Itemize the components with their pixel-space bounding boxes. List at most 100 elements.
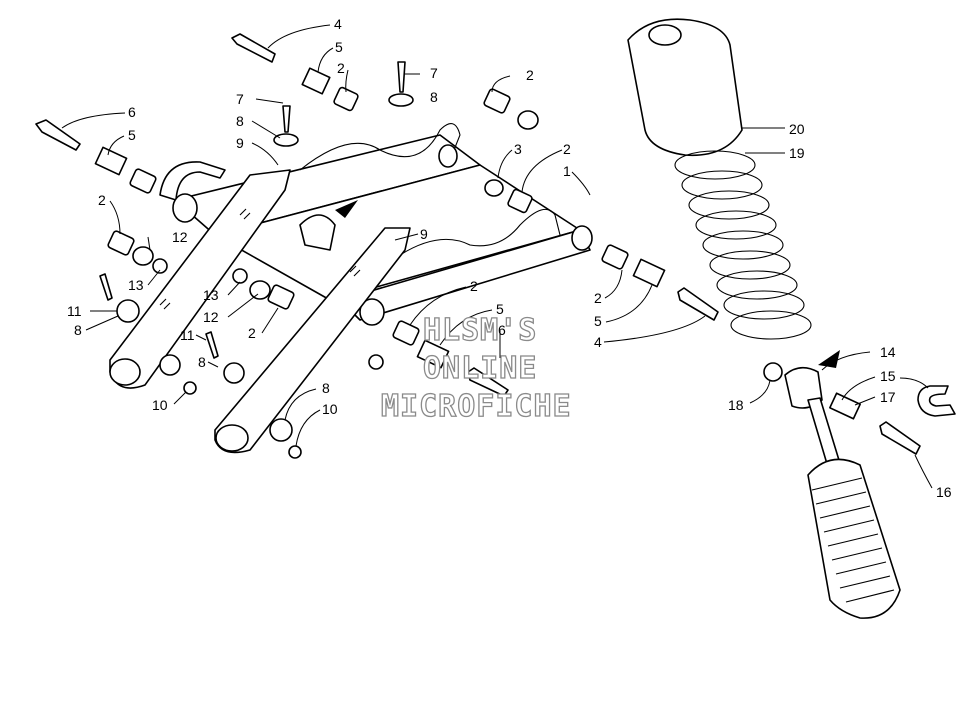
bolt-6-left (35, 119, 81, 151)
wire-bracket-top (299, 123, 461, 171)
shock-boot-top-hole (648, 24, 682, 46)
callout-19: 19 (789, 145, 805, 161)
center-bracket-ear (299, 214, 336, 251)
callout-13-center: 13 (203, 287, 219, 303)
bolt-11-mid (205, 331, 219, 359)
callout-8-bottom: 8 (322, 380, 330, 396)
swing-arm-right-eye (215, 424, 249, 452)
spacer-5-left (94, 146, 128, 176)
shock-upper-eye (784, 366, 823, 409)
callout-10-bottom: 10 (322, 401, 338, 417)
callout-6-left: 6 (128, 104, 136, 120)
spacer-5-front (416, 339, 450, 369)
shock-absorber-assembly (627, 18, 956, 619)
callout-12-left: 12 (172, 229, 188, 245)
nut-3-top (517, 110, 539, 130)
bushing-2-center (267, 284, 295, 310)
washer-8-arm-mid (159, 354, 181, 376)
washer-8-left (273, 133, 299, 147)
callout-7-left: 7 (236, 91, 244, 107)
watermark-line-1: HLSM'S (423, 313, 537, 348)
nut-10-center (368, 354, 384, 370)
callout-13-left: 13 (128, 277, 144, 293)
callout-4-right: 4 (594, 334, 602, 350)
frame-bushing-right (571, 225, 593, 251)
callout-labels: 4 5 2 7 8 2 7 8 9 6 5 3 2 1 20 19 2 9 12… (67, 16, 952, 500)
watermark-line-2: ONLINE (423, 351, 537, 386)
bushing-2-front (392, 320, 420, 346)
callout-3: 3 (514, 141, 522, 157)
washer-8-arm-right (223, 362, 245, 384)
callout-9-center: 9 (420, 226, 428, 242)
callout-10-left: 10 (152, 397, 168, 413)
bolt-4-right (677, 287, 719, 321)
frame-bushing-top (438, 144, 458, 168)
callout-16: 16 (936, 484, 952, 500)
bushing-2-right-top (483, 88, 511, 114)
callout-6-front: 6 (498, 322, 506, 338)
nut-10-left (183, 381, 197, 395)
callout-2-top: 2 (337, 60, 345, 76)
bolt-6-front (467, 367, 509, 397)
callout-5-front: 5 (496, 301, 504, 317)
shock-boot (627, 18, 743, 157)
callout-2-right-top: 2 (526, 67, 534, 83)
swing-arm-left-eye (109, 358, 141, 386)
shock-direction-arrow-icon (818, 350, 840, 368)
frame-bushing-front (359, 298, 385, 326)
bolt-16 (879, 421, 921, 455)
callout-18: 18 (728, 397, 744, 413)
bolt-11-left (99, 273, 113, 301)
direction-arrow-icon (335, 200, 358, 218)
callout-2-mid: 2 (563, 141, 571, 157)
callout-5-top: 5 (335, 39, 343, 55)
nut-10-bottom (288, 445, 302, 459)
hardware-parts (35, 33, 719, 459)
bushing-2-lower-left (107, 230, 135, 256)
shock-body-ribs (811, 477, 895, 603)
frame-bushing-left (172, 193, 198, 223)
bolt-7-left (282, 105, 291, 133)
spacer-5-top (301, 67, 331, 95)
rear-arm-assembly (109, 123, 593, 454)
callout-4-top: 4 (334, 16, 342, 32)
callout-20: 20 (789, 121, 805, 137)
callout-17: 17 (880, 389, 896, 405)
callout-14: 14 (880, 344, 896, 360)
washer-8-arm-left (116, 299, 140, 323)
callout-9-left: 9 (236, 135, 244, 151)
callout-11-left: 11 (67, 303, 82, 319)
clip-15 (917, 385, 956, 417)
bolt-7-right (397, 61, 406, 93)
callout-8-right: 8 (430, 89, 438, 105)
callout-8-left: 8 (236, 113, 244, 129)
callout-2-left: 2 (98, 192, 106, 208)
nut-13-center (232, 268, 248, 284)
arm-hash-marks (159, 208, 361, 310)
wire-bracket-mid (399, 208, 561, 256)
callout-8-arm-left: 8 (74, 322, 82, 338)
callout-12-center: 12 (203, 309, 219, 325)
callout-15: 15 (880, 368, 896, 384)
hook-bracket-left (159, 161, 226, 201)
washer-8-bottom (269, 418, 293, 442)
callout-1: 1 (563, 163, 571, 179)
shock-spring (674, 150, 812, 340)
watermark-line-3: MICROFICHE (381, 389, 572, 424)
shock-body (807, 458, 901, 619)
nut-13-left (152, 258, 168, 274)
washer-8-right (388, 93, 414, 107)
callout-5-right: 5 (594, 313, 602, 329)
nut-3-mid (484, 179, 504, 197)
leader-lines (61, 24, 933, 489)
bushing-2-right (601, 244, 629, 270)
bushing-2-top (333, 86, 359, 112)
bolt-4-top (231, 33, 276, 63)
callout-7-right: 7 (430, 65, 438, 81)
callout-8-arm-mid: 8 (198, 354, 206, 370)
callout-2-right: 2 (594, 290, 602, 306)
spacer-5-right (632, 258, 666, 288)
bushing-2-left (129, 168, 157, 194)
washer-12-left (132, 246, 154, 266)
